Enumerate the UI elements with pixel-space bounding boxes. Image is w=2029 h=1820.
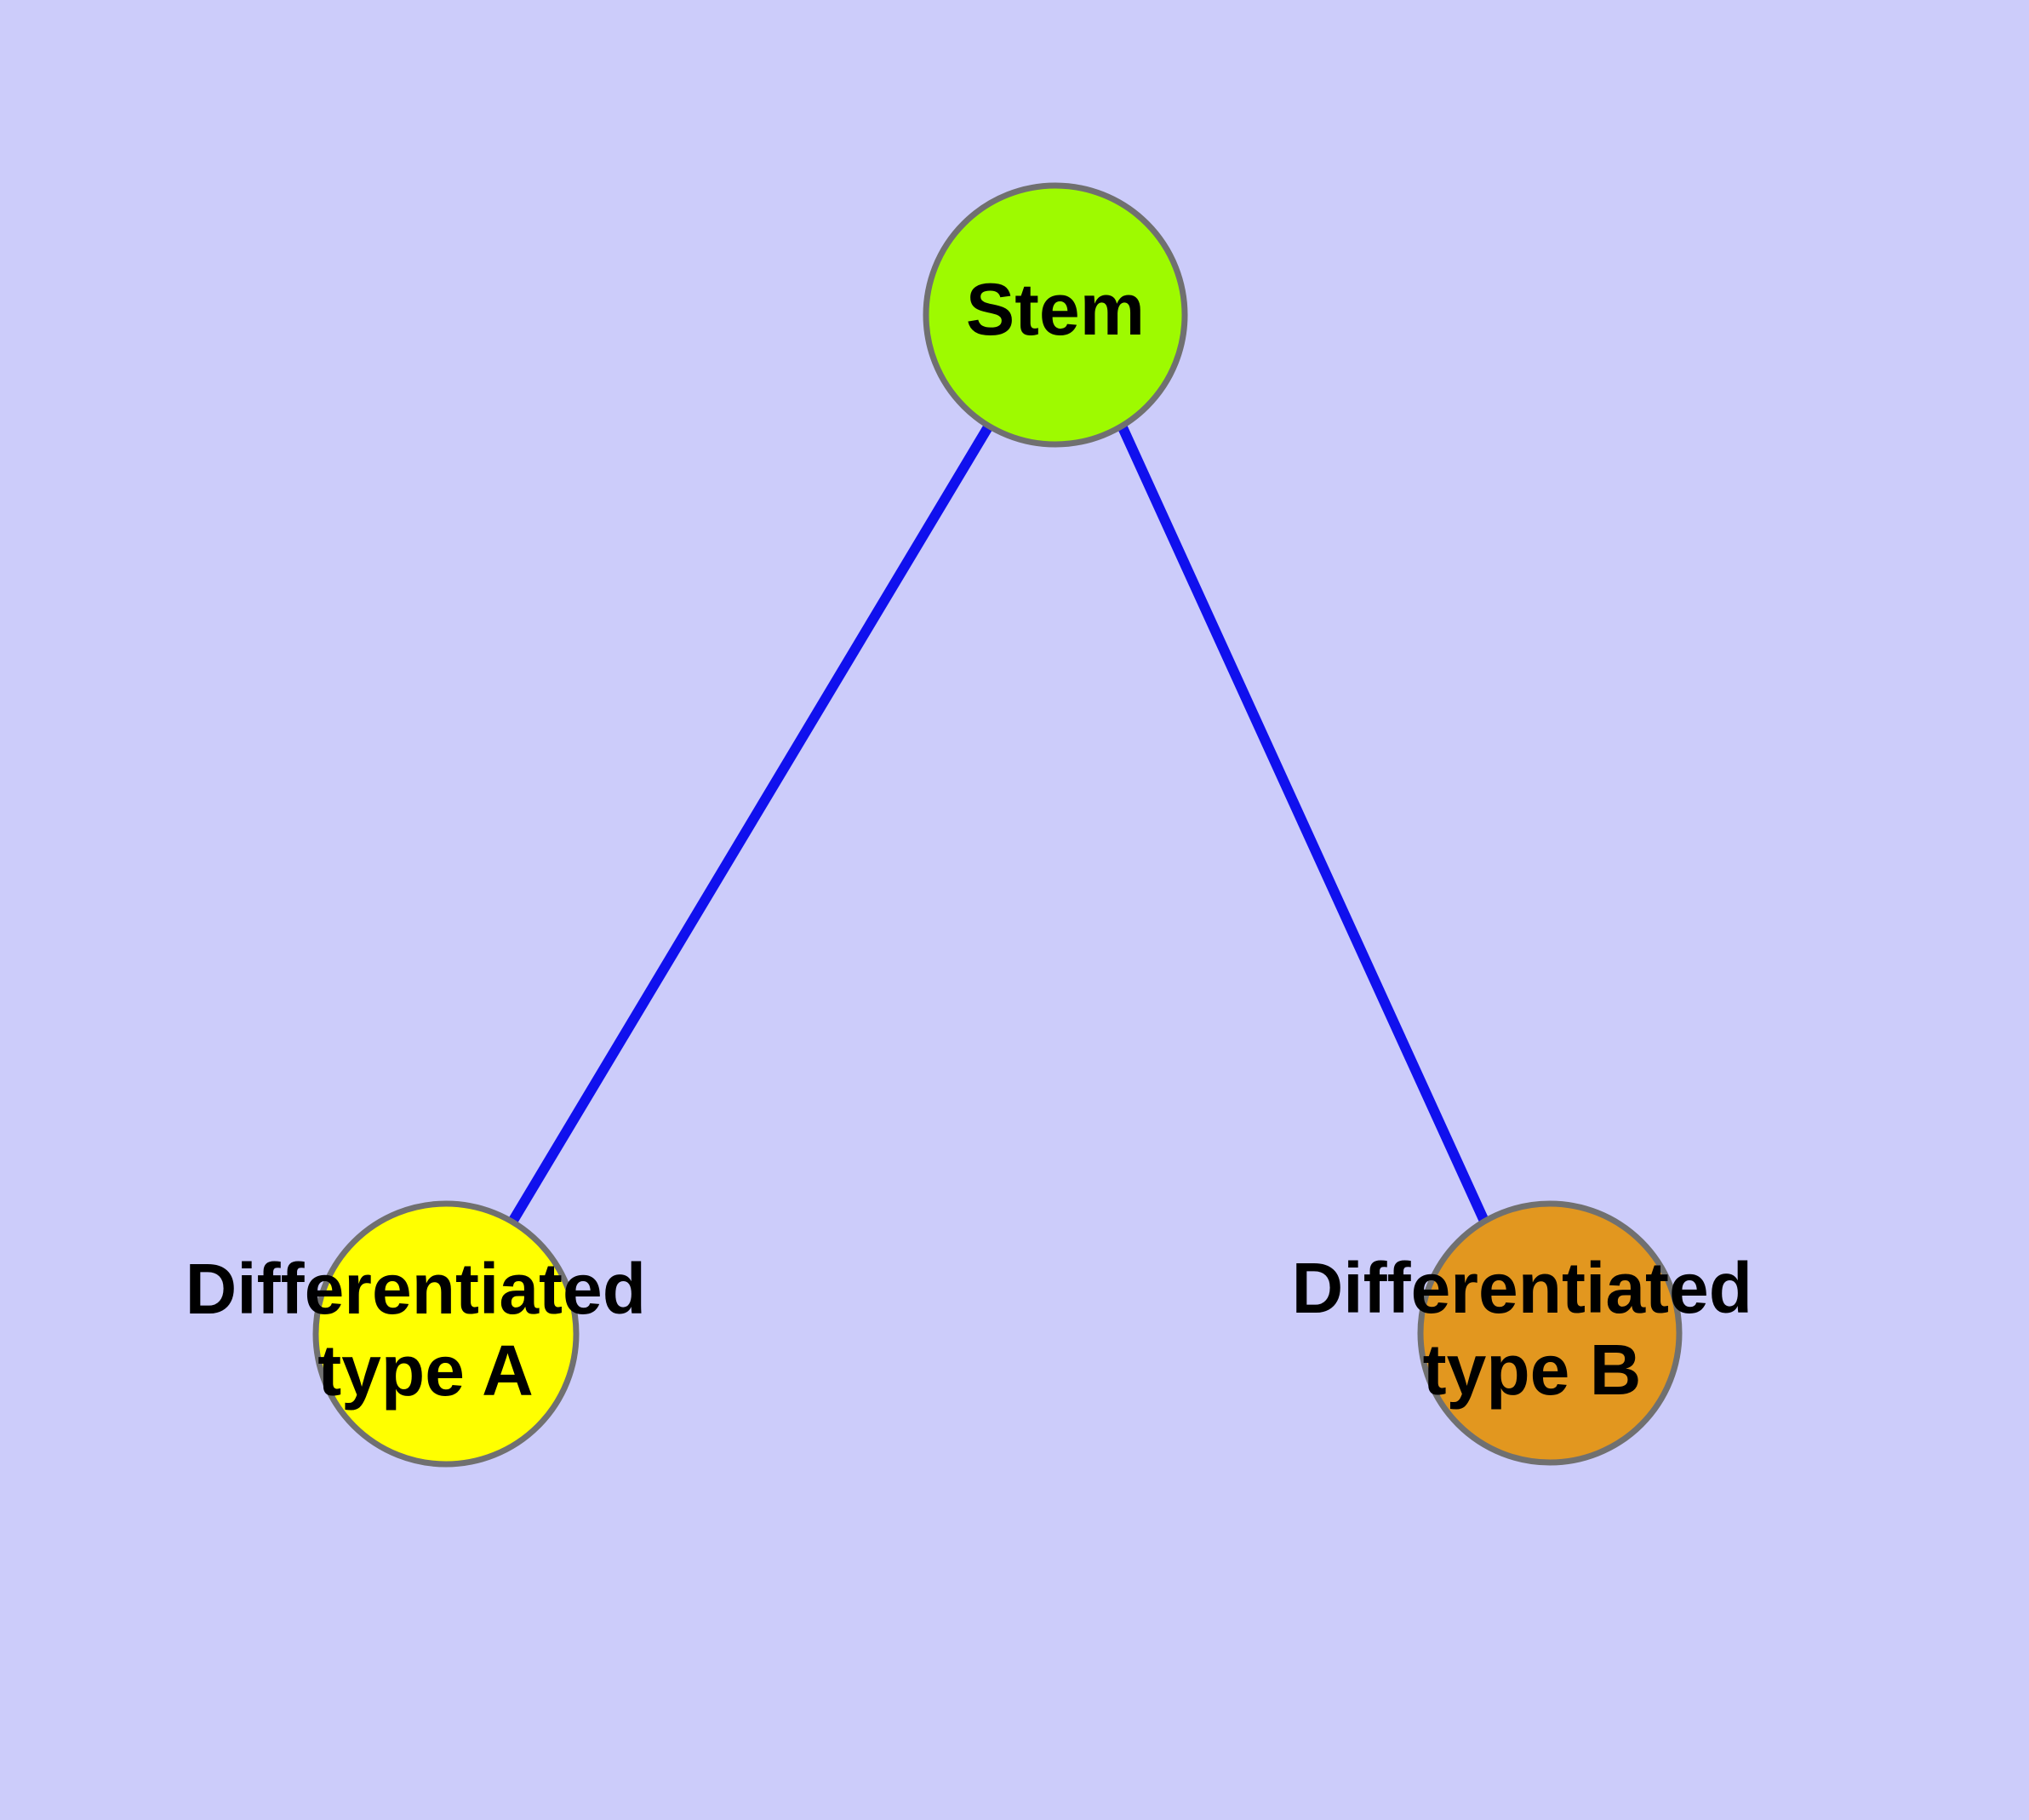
node-label-diff-type-b-line1: Differentiated — [1292, 1248, 1752, 1328]
node-circle-stem[interactable] — [923, 182, 1188, 448]
nodes-layer: Differentiated type A Differentiated typ… — [186, 182, 1773, 1468]
node-label-stem-line1: Stem — [966, 269, 1145, 351]
edges-layer — [506, 422, 1492, 1229]
edge-stem-to-type-a[interactable] — [506, 422, 994, 1227]
node-label-diff-type-b-line2: type B — [1423, 1330, 1642, 1410]
node-label-diff-type-a: Differentiated type A — [186, 1249, 666, 1411]
node-diff-type-b[interactable]: Differentiated type B — [1292, 1200, 1773, 1466]
node-label-diff-type-a-line1: Differentiated — [186, 1249, 646, 1329]
node-label-stem: Stem — [966, 269, 1145, 351]
edge-stem-to-type-b[interactable] — [1117, 423, 1492, 1229]
node-circle-diff-type-b[interactable] — [1417, 1200, 1683, 1466]
node-diff-type-a[interactable]: Differentiated type A — [186, 1200, 666, 1468]
node-stem[interactable]: Stem — [923, 182, 1188, 448]
node-circle-diff-type-a[interactable] — [312, 1200, 580, 1468]
node-label-diff-type-a-line2: type A — [317, 1331, 534, 1411]
node-label-diff-type-b: Differentiated type B — [1292, 1248, 1773, 1410]
